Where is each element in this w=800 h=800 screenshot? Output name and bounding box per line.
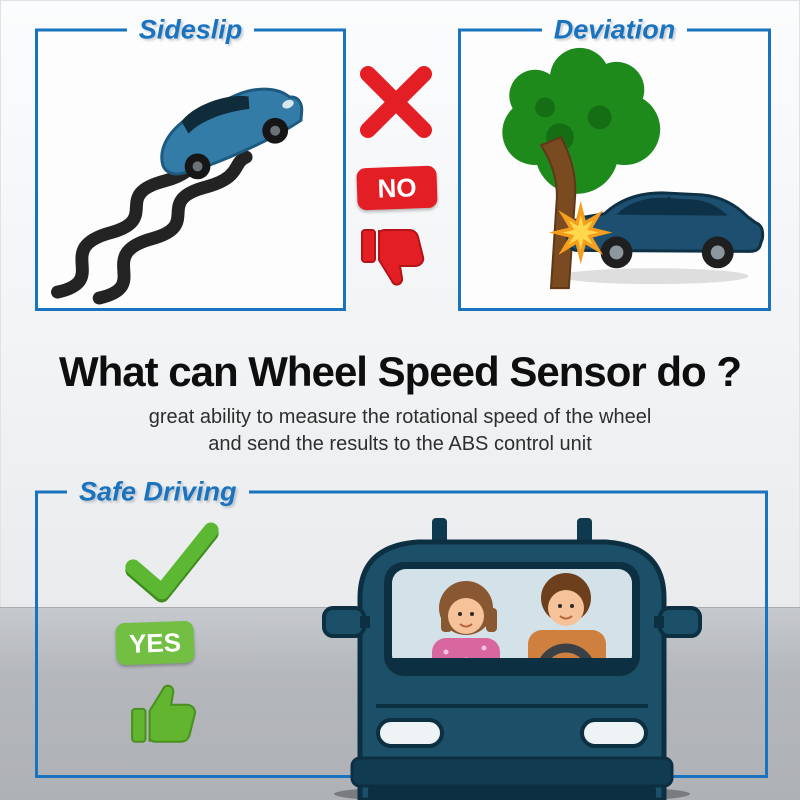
check-icon (122, 520, 222, 604)
no-badge: NO (356, 165, 438, 211)
tree (502, 47, 661, 290)
impact-flash (548, 200, 613, 265)
crashing-car (566, 191, 765, 269)
border-line (458, 28, 542, 32)
sideslip-title: Sideslip (138, 14, 243, 45)
tree-collision-illustration (502, 47, 765, 290)
headline-subtitle: great ability to measure the rotational … (0, 404, 800, 458)
thumbs-up-icon (128, 680, 202, 748)
border-line (35, 490, 67, 494)
border-line (248, 490, 768, 494)
safe-driving-header: Safe Driving (35, 477, 768, 508)
skidding-car-illustration (51, 87, 304, 305)
sideslip-panel: Sideslip (35, 15, 346, 311)
front-car-illustration (320, 468, 704, 800)
x-icon (356, 64, 436, 140)
border-line (254, 28, 346, 32)
subtitle-line-1: great ability to measure the rotational … (148, 406, 652, 428)
headline-title: What can Wheel Speed Sensor do ? (58, 348, 742, 395)
safe-driving-title: Safe Driving (79, 476, 237, 507)
border-line (35, 28, 127, 32)
deviation-header: Deviation (458, 15, 771, 46)
deviation-title: Deviation (553, 14, 676, 45)
deviation-panel: Deviation (458, 15, 771, 311)
yes-badge: YES (115, 620, 195, 666)
subtitle-line-2: and send the results to the ABS control … (208, 433, 592, 455)
border-line (687, 28, 771, 32)
thumbs-down-icon (358, 224, 430, 290)
sideslip-header: Sideslip (35, 15, 346, 46)
